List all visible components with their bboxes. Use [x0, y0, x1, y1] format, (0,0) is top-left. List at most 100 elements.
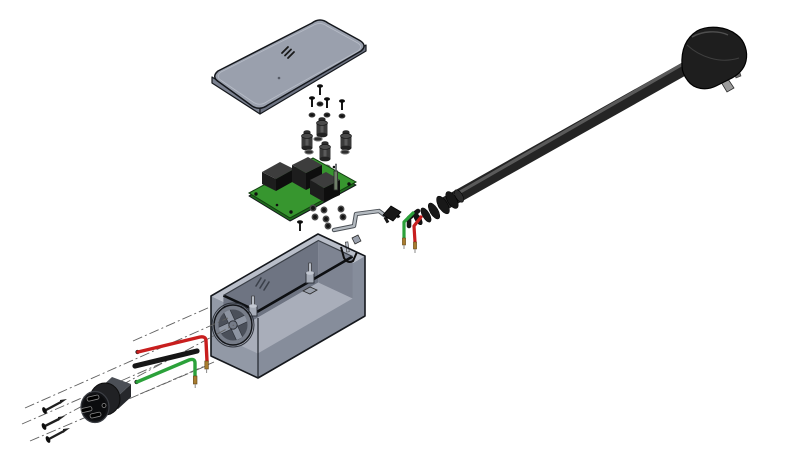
standoff-bottom: [319, 156, 331, 162]
strain-relief-rib: [420, 207, 432, 223]
cord-lead-red: [412, 215, 423, 244]
contact-hole: [101, 403, 107, 408]
screw-shaft: [319, 86, 321, 95]
relay-top: [262, 162, 294, 179]
molded-plug: [681, 26, 748, 93]
standoff-cap-top: [342, 130, 350, 134]
washers: [308, 101, 346, 119]
cover-screw: [309, 96, 315, 107]
cord-jacket: [437, 53, 707, 211]
screw-tip: [58, 416, 65, 421]
contact-slot: [80, 406, 93, 413]
box-connector-opening: [211, 302, 255, 348]
relay-side: [276, 169, 294, 191]
standoff-bottom: [316, 132, 328, 138]
post-top: [306, 271, 314, 275]
chassis-lead-green: [135, 357, 197, 384]
panel-receptacle: [80, 377, 131, 424]
mounting-screw: [41, 416, 65, 430]
box-rim-inner-edge: [222, 255, 354, 313]
standoff-foot: [304, 149, 314, 155]
cord-highlight: [446, 55, 697, 201]
standoff-cap-top: [321, 141, 329, 145]
standoff-top: [319, 144, 331, 150]
centerline: [139, 361, 215, 395]
screw-head: [41, 423, 47, 430]
box-vent-slots: [255, 277, 270, 291]
screw-head: [42, 407, 47, 414]
screw-shaft: [44, 417, 60, 428]
standoff-top: [301, 133, 313, 139]
hex-nuts: [309, 204, 347, 230]
vent-slot: [263, 281, 270, 291]
chassis-lead-red: [136, 335, 209, 363]
clamp-leg: [383, 216, 390, 224]
relay-front: [292, 165, 306, 190]
cord-lead-wires: [402, 208, 423, 253]
standoff-foot: [340, 149, 350, 155]
pcb-hole: [275, 203, 279, 207]
ferrule: [402, 237, 406, 246]
standoff: [301, 130, 314, 155]
standoff-highlight: [323, 147, 327, 159]
vent-slot: [259, 279, 266, 289]
screw-shaft: [48, 429, 65, 441]
ferrule: [413, 241, 417, 250]
plug-seam: [686, 44, 740, 61]
screw-shaft: [311, 98, 313, 107]
plug-highlight: [691, 31, 729, 38]
receptacle-slots: [80, 394, 107, 419]
strain-relief-rib: [427, 202, 441, 220]
chassis-lead-wires: [132, 335, 209, 388]
standoff: [340, 130, 352, 155]
screw-tip: [63, 428, 70, 433]
enclosure-box: [210, 220, 366, 379]
screw-shaft: [326, 99, 328, 108]
box-silhouette: [210, 233, 366, 379]
strain-relief-rib: [445, 191, 459, 209]
notch-clip: [351, 234, 362, 245]
hex-nut: [339, 213, 347, 221]
vent-slot: [284, 48, 292, 57]
washer: [323, 112, 331, 118]
box-floor-boss: [302, 286, 318, 295]
cover-screws: [308, 84, 346, 119]
centerline: [24, 317, 229, 409]
circuit-board: [248, 157, 358, 222]
standoff-highlight: [305, 136, 309, 148]
standoff-bottom: [301, 145, 313, 151]
cover-screw: [324, 97, 330, 108]
relay-front: [262, 172, 276, 191]
standoff: [313, 117, 328, 142]
screw-head: [317, 84, 323, 88]
receptacle-body-right: [118, 384, 131, 409]
relay-top: [292, 157, 322, 173]
screw-tip: [60, 399, 67, 404]
cord-lead-green: [402, 211, 415, 240]
washer: [338, 113, 346, 119]
standoff-top: [340, 133, 352, 139]
power-cord: [402, 53, 707, 253]
terminal-body: [333, 170, 338, 191]
screw-head: [324, 97, 330, 101]
vent-slot: [281, 46, 289, 54]
hex-nut: [337, 205, 345, 213]
cable-clamp: [382, 205, 402, 224]
screw-head: [45, 436, 51, 443]
cover-screw: [317, 84, 323, 95]
hex-nut: [324, 222, 332, 230]
hex-nut: [320, 206, 328, 214]
mounting-screw: [45, 428, 70, 443]
pcb-terminal-pin: [333, 163, 338, 191]
relay: [262, 162, 294, 191]
relay-top: [310, 172, 340, 188]
strain-relief-bracket: [331, 208, 390, 233]
standoff-highlight: [320, 123, 324, 135]
washer: [308, 112, 316, 118]
relay-front: [310, 180, 324, 202]
mounting-screws: [41, 399, 70, 443]
hex-nut: [309, 204, 317, 212]
hex-nut: [311, 213, 319, 221]
standoff-foot: [313, 136, 323, 142]
